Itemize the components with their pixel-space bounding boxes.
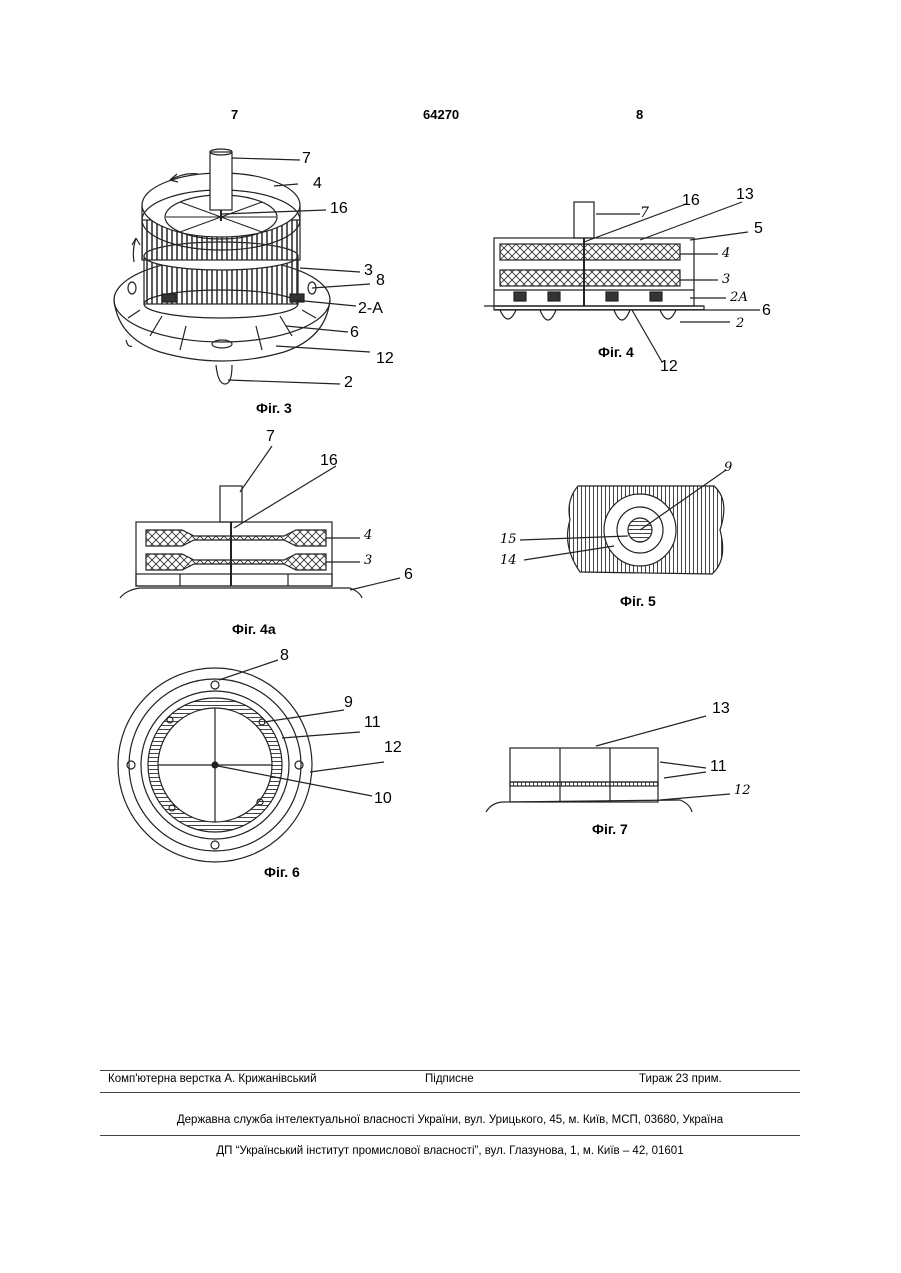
fig4-label-5: 5 xyxy=(754,220,763,238)
fig6-label-10: 10 xyxy=(374,790,392,808)
fig4-label-13: 13 xyxy=(736,186,754,204)
fig3-label-7: 7 xyxy=(302,150,311,168)
fig4-label-12: 12 xyxy=(660,358,678,376)
fig6-label-11: 11 xyxy=(364,714,381,732)
fig4a-label-16: 16 xyxy=(320,452,338,470)
fig3-label-8: 8 xyxy=(376,272,385,290)
fig5-label-9: 9 xyxy=(724,460,732,475)
fig4a-label-6: 6 xyxy=(404,566,413,584)
footer-divider-bottom xyxy=(100,1135,800,1136)
fig4a-label-7: 7 xyxy=(266,428,275,446)
fig3-label-4: 4 xyxy=(313,175,322,193)
fig3-label-16: 16 xyxy=(330,200,348,218)
fig6-label-12: 12 xyxy=(384,739,402,757)
fig7-caption: Фіг. 7 xyxy=(592,821,628,837)
fig3-label-12: 12 xyxy=(376,350,394,368)
fig6-label-9: 9 xyxy=(344,694,353,712)
fig6-label-8: 8 xyxy=(280,647,289,665)
fig6-caption: Фіг. 6 xyxy=(264,864,300,880)
figure-6-drawing xyxy=(118,660,384,862)
fig4-label-7: 7 xyxy=(640,205,649,221)
fig4a-caption: Фіг. 4а xyxy=(232,621,276,637)
figure-5-drawing xyxy=(520,470,726,574)
fig3-label-2a: 2-A xyxy=(358,300,383,318)
fig3-label-2: 2 xyxy=(344,374,353,392)
figure-7-drawing xyxy=(486,716,730,812)
fig4-label-4: 4 xyxy=(722,246,730,261)
fig7-label-11: 11 xyxy=(710,758,727,776)
fig7-label-13: 13 xyxy=(712,700,730,718)
fig5-caption: Фіг. 5 xyxy=(620,593,656,609)
footer-circulation: Тираж 23 прим. xyxy=(639,1073,722,1085)
fig4-caption: Фіг. 4 xyxy=(598,344,634,360)
figure-4-drawing xyxy=(484,202,760,362)
footer-signed: Підписне xyxy=(425,1073,474,1085)
footer-layout-by: Комп'ютерна верстка А. Крижанівський xyxy=(108,1073,317,1085)
fig5-label-14: 14 xyxy=(500,553,517,568)
figure-4a-drawing xyxy=(120,446,400,598)
footer-divider-middle xyxy=(100,1092,800,1093)
fig7-label-12: 12 xyxy=(734,783,751,798)
figure-3-drawing xyxy=(114,149,370,384)
fig3-label-3: 3 xyxy=(364,262,373,280)
fig3-caption: Фіг. 3 xyxy=(256,400,292,416)
fig5-label-15: 15 xyxy=(500,532,517,547)
fig4a-label-4: 4 xyxy=(364,528,372,543)
fig3-label-6: 6 xyxy=(350,324,359,342)
footer-agency-address: Державна служба інтелектуальної власност… xyxy=(100,1114,800,1126)
fig4-label-3: 3 xyxy=(722,272,730,287)
footer-divider-top xyxy=(100,1070,800,1071)
fig4-label-2a: 2А xyxy=(730,290,748,305)
fig4-label-2: 2 xyxy=(736,316,744,331)
footer-institute-address: ДП “Український інститут промислової вла… xyxy=(100,1145,800,1157)
fig4-label-16: 16 xyxy=(682,192,700,210)
fig4a-label-3: 3 xyxy=(364,553,372,568)
fig4-label-6: 6 xyxy=(762,302,771,320)
